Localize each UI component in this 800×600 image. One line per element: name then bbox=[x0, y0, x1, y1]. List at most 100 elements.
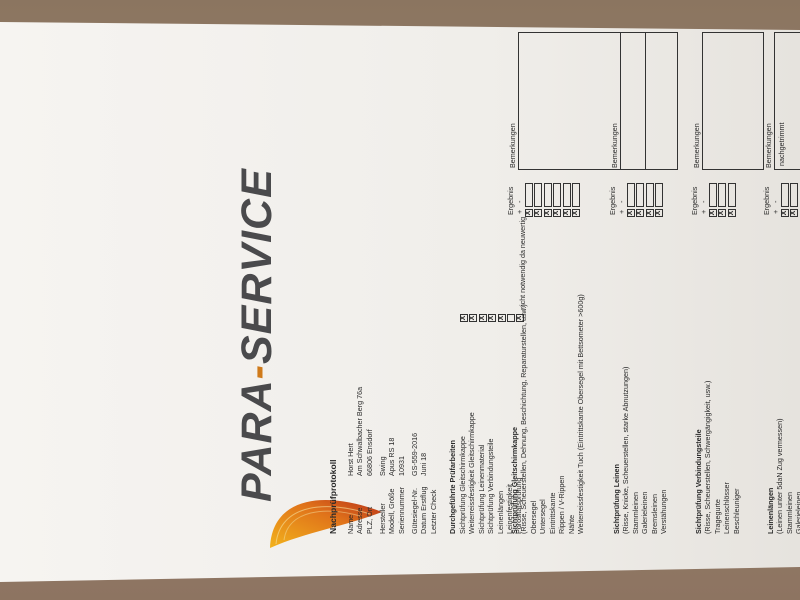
section-item: Stammleinen bbox=[631, 492, 640, 534]
result-row: X bbox=[636, 183, 645, 217]
check-box: X bbox=[478, 314, 487, 322]
minus-box bbox=[562, 183, 571, 207]
section-subheading: (Risse, Knicke, Scheuerstellen, starke A… bbox=[621, 366, 630, 534]
info-label: Modell, Größe bbox=[387, 488, 397, 534]
minus-box bbox=[571, 183, 580, 207]
result-row: X bbox=[562, 183, 572, 217]
info-label: Name bbox=[346, 514, 355, 534]
info-row: Modell, Größe Apus RS 18 bbox=[387, 438, 396, 534]
result-row: X bbox=[553, 183, 562, 217]
info-value: 10931 bbox=[396, 456, 406, 476]
check-label: Weiterreissfestigkeit Gleitschirmkappe bbox=[467, 412, 477, 534]
check-box: X bbox=[488, 314, 497, 322]
page-title: Nachprüfprotokoll bbox=[328, 459, 338, 534]
plus-box: X bbox=[709, 209, 717, 217]
minus-box bbox=[525, 183, 533, 207]
result-row: X bbox=[718, 183, 727, 217]
check-label: Leinenlängen bbox=[495, 490, 505, 534]
section-heading: Sichtprüfung Leinen bbox=[612, 464, 621, 534]
section-item: Bremsleinen bbox=[649, 494, 659, 534]
section-item: Galerieleinen bbox=[794, 491, 800, 534]
result-row: X bbox=[655, 183, 664, 217]
paraglider-logo-icon bbox=[270, 500, 382, 548]
section-item: Eintrittskante bbox=[547, 492, 557, 534]
info-value: Apus RS 18 bbox=[387, 437, 397, 476]
info-value: 66806 Ensdorf bbox=[364, 429, 374, 476]
info-label: Gütesiegel-Nr. bbox=[410, 488, 419, 534]
section-item: Obersegel bbox=[529, 500, 538, 534]
check-box: X bbox=[497, 314, 506, 322]
brand-wordmark: PARA-SERVICE bbox=[233, 168, 281, 502]
info-value: GS-559-2016 bbox=[410, 432, 419, 476]
plus-box: X bbox=[655, 209, 664, 217]
plus-box: X bbox=[790, 209, 799, 217]
result-row: X bbox=[534, 183, 543, 217]
check-label: Sichtprüfung Gleitschirmkappe bbox=[458, 436, 467, 534]
remarks-label: Bemerkungen bbox=[610, 123, 619, 168]
section-item: Rippen / V-Rippen bbox=[557, 475, 567, 534]
result-row: X bbox=[781, 183, 790, 217]
plus-box: X bbox=[727, 209, 736, 217]
result-row: X bbox=[790, 183, 799, 217]
paper-sheet bbox=[0, 22, 800, 582]
minus-box bbox=[727, 183, 736, 207]
plus-box: X bbox=[571, 209, 580, 217]
minus-label: - bbox=[771, 200, 780, 203]
section-item: Galerieleinen bbox=[640, 491, 650, 534]
result-grid: XXX bbox=[781, 183, 800, 217]
result-row: X bbox=[709, 183, 718, 217]
check-box: X bbox=[469, 314, 478, 322]
result-heading: Ergebnis bbox=[762, 186, 771, 215]
minus-box bbox=[790, 183, 799, 207]
plus-box: X bbox=[525, 209, 533, 217]
checks-note: nicht notwendig da neuwertig bbox=[518, 216, 527, 310]
result-heading: Ergebnis bbox=[506, 186, 515, 215]
plus-box: X bbox=[534, 209, 543, 217]
result-row: X bbox=[727, 183, 737, 217]
info-label: Adresse bbox=[355, 507, 365, 534]
section-item: Weiterreissfestigkeit Tuch (Eintrittskan… bbox=[575, 294, 585, 534]
plus-box: X bbox=[543, 209, 552, 217]
section-subheading: (Risse, Scheuerstellen, Dehnung, Beschic… bbox=[519, 304, 528, 534]
minus-box bbox=[627, 183, 635, 207]
info-label: Datum Erstflug bbox=[419, 486, 429, 534]
checks-heading: Durchgeführte Prüfarbeiten bbox=[448, 440, 457, 534]
section-item: Beschleuniger bbox=[731, 488, 741, 534]
plus-box: X bbox=[781, 209, 789, 217]
plus-label: + bbox=[617, 209, 626, 214]
remarks-box: nachgetrimmt bbox=[774, 32, 800, 170]
section-item: Leinenschlösser bbox=[722, 482, 732, 534]
minus-box bbox=[655, 183, 664, 207]
remarks-box bbox=[702, 32, 764, 170]
section-item: Stammleinen bbox=[785, 492, 794, 534]
remarks-label: Bemerkungen bbox=[508, 123, 517, 168]
section-heading: Sichtprüfung Verbindungsteile bbox=[694, 429, 703, 534]
result-row: X bbox=[627, 183, 636, 217]
plus-box: X bbox=[636, 209, 645, 217]
minus-box bbox=[543, 183, 552, 207]
minus-box bbox=[781, 183, 789, 207]
section-subheading: (Leinen unter 5daN Zug vermessen) bbox=[775, 418, 784, 534]
section-heading: Leinenlängen bbox=[766, 487, 775, 534]
result-row: X bbox=[571, 183, 581, 217]
plus-label: + bbox=[771, 209, 780, 214]
plus-label: + bbox=[515, 209, 524, 214]
info-label: Seriennummer bbox=[396, 486, 406, 534]
remarks-text: nachgetrimmt bbox=[777, 122, 786, 166]
minus-box bbox=[645, 183, 654, 207]
minus-box bbox=[718, 183, 727, 207]
section-heading: Sichtprüfung Gleitschirmkappe bbox=[510, 426, 519, 534]
plus-box: X bbox=[562, 209, 571, 217]
info-row: Seriennummer 10931 bbox=[397, 438, 406, 534]
